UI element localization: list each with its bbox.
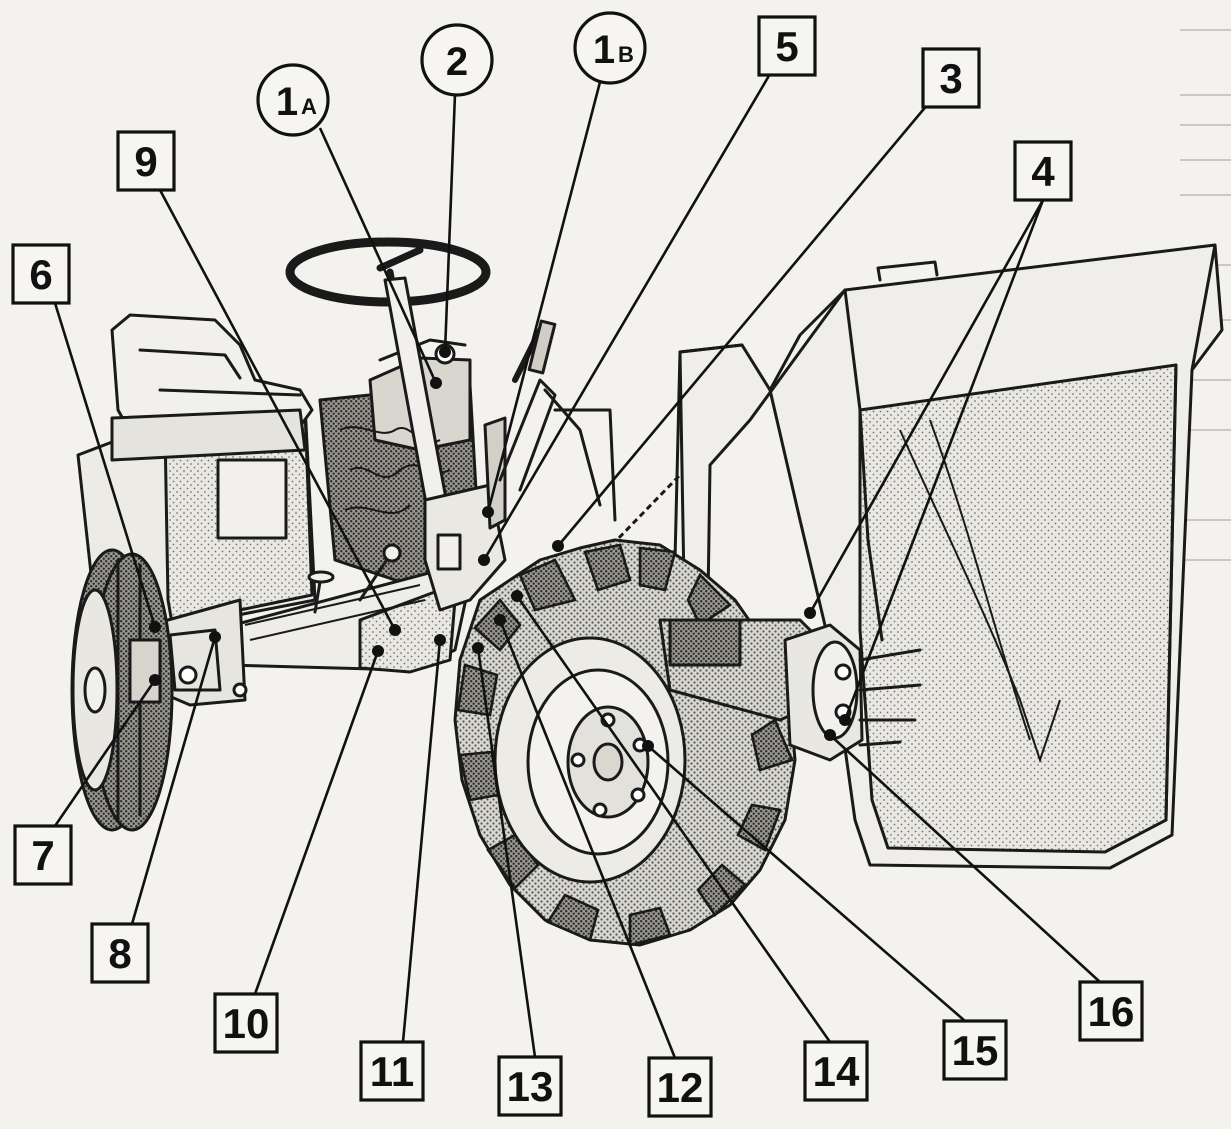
callout-c14: 14 (803, 1040, 869, 1102)
callout-number: 8 (108, 930, 131, 977)
callout-c5: 5 (757, 15, 817, 77)
leader-dot-c1b (482, 506, 494, 518)
callout-number: 14 (813, 1048, 860, 1095)
callout-c10: 10 (213, 992, 279, 1054)
callout-box (11, 243, 71, 305)
leader-dot-c12 (494, 614, 506, 626)
steering-assembly (285, 237, 682, 612)
callout-c15: 15 (942, 1019, 1008, 1081)
callout-c11: 11 (359, 1040, 425, 1102)
callout-box (803, 1040, 869, 1102)
leader-line-c1b (486, 81, 602, 513)
callout-c2: 2 (420, 23, 494, 97)
leader-line-c2 (443, 93, 457, 353)
front-axle-hub (658, 618, 922, 762)
leader-dot-c5 (478, 554, 490, 566)
callout-circle (573, 11, 647, 85)
leader-dot-c13 (472, 642, 484, 654)
leader-line-c4-1 (843, 199, 1045, 721)
leader-line-c11 (401, 639, 442, 1043)
leader-line-c14 (515, 595, 832, 1043)
leader-line-c9 (158, 189, 397, 631)
callout-number: 6 (29, 251, 52, 298)
rear-wheel (70, 548, 174, 832)
callout-number: 10 (223, 1000, 270, 1047)
leader-dot-c1a (430, 377, 442, 389)
callout-box (116, 130, 176, 192)
callout-box (213, 992, 279, 1054)
callout-c3: 3 (921, 47, 981, 109)
callout-number: 3 (939, 55, 962, 102)
callout-c7: 7 (13, 824, 73, 886)
callout-subscript: B (618, 42, 634, 67)
leader-lines (53, 73, 1101, 1059)
leader-dot-c3 (552, 540, 564, 552)
leader-line-c5 (482, 73, 772, 561)
callout-c8: 8 (90, 922, 150, 984)
leader-dot-c8 (209, 631, 221, 643)
leader-dot-c7 (149, 674, 161, 686)
leader-dot-c9 (389, 624, 401, 636)
callout-box (90, 922, 150, 984)
leader-dot-c15 (642, 740, 654, 752)
callout-subscript: A (301, 94, 317, 119)
callout-circle (256, 63, 330, 137)
callout-box (13, 824, 73, 886)
leader-line-c16 (829, 734, 1101, 983)
callout-number: 7 (31, 832, 54, 879)
callout-box (757, 15, 817, 77)
callout-box (942, 1019, 1008, 1081)
callout-number: 11 (370, 1048, 414, 1095)
leader-dot-c4-0 (804, 607, 816, 619)
leader-line-c8 (130, 636, 217, 925)
callout-c16: 16 (1078, 980, 1144, 1042)
leader-dot-c4-1 (839, 714, 851, 726)
leader-line-c10 (253, 650, 380, 995)
leader-dot-c6 (149, 621, 161, 633)
leader-dot-c16 (824, 729, 836, 741)
callout-number: 9 (134, 138, 157, 185)
leader-dot-c11 (434, 634, 446, 646)
callout-number: 1 (593, 28, 615, 72)
callout-number: 16 (1088, 988, 1135, 1035)
callout-number: 15 (952, 1027, 999, 1074)
callout-number: 13 (507, 1063, 554, 1110)
leader-line-c12 (498, 619, 677, 1059)
leader-dot-c14 (511, 590, 523, 602)
leader-line-c15 (647, 745, 966, 1022)
callout-c13: 13 (497, 1055, 563, 1117)
callout-box (921, 47, 981, 109)
callout-number: 12 (657, 1064, 704, 1111)
front-tyre (453, 538, 797, 947)
leader-line-c3 (557, 103, 929, 547)
callout-number: 1 (276, 80, 298, 124)
callout-c4: 4 (1013, 140, 1073, 202)
callout-c6: 6 (11, 243, 71, 305)
leader-line-c1a (318, 127, 438, 384)
callout-number: 4 (1031, 148, 1055, 195)
leader-dot-c10 (372, 645, 384, 657)
callout-box (647, 1056, 713, 1118)
callout-box (1078, 980, 1144, 1042)
callout-c12: 12 (647, 1056, 713, 1118)
callout-circle (420, 23, 494, 97)
leader-line-c4-0 (808, 199, 1045, 614)
callout-box (497, 1055, 563, 1117)
callout-box (359, 1040, 425, 1102)
callout-box (1013, 140, 1073, 202)
leader-line-c7 (53, 679, 157, 827)
leader-dot-c2 (439, 346, 451, 358)
callout-number: 5 (775, 23, 798, 70)
callout-number: 2 (446, 40, 468, 84)
leader-line-c13 (476, 647, 537, 1058)
callout-c9: 9 (116, 130, 176, 192)
leader-line-c6 (53, 302, 157, 628)
grass-collector (673, 243, 1224, 870)
tractor-chassis (76, 313, 482, 707)
